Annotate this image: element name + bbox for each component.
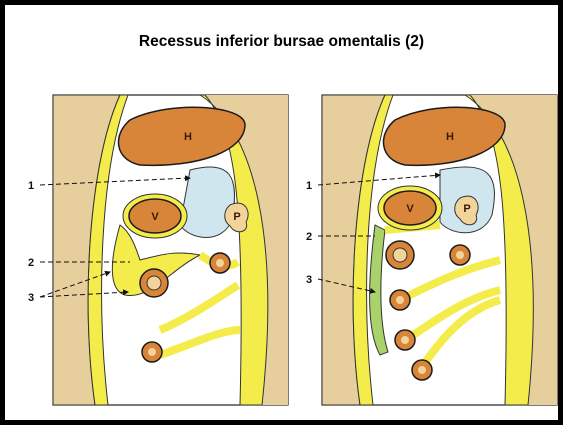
- pancreas-label-left: P: [233, 211, 240, 223]
- stomach-label-left: V: [151, 211, 159, 223]
- liver-label-right: H: [446, 131, 454, 143]
- left-pointer-2: 2: [28, 257, 34, 269]
- liver-label-left: H: [184, 131, 192, 143]
- stomach-label-right: V: [406, 203, 414, 215]
- pancreas-label-right: P: [463, 203, 470, 215]
- right-pointer-3: 3: [306, 274, 312, 286]
- right-pointer-1: 1: [306, 180, 312, 192]
- left-pointer-1: 1: [28, 180, 34, 192]
- left-pointer-3: 3: [28, 292, 34, 304]
- right-pointer-2: 2: [306, 231, 312, 243]
